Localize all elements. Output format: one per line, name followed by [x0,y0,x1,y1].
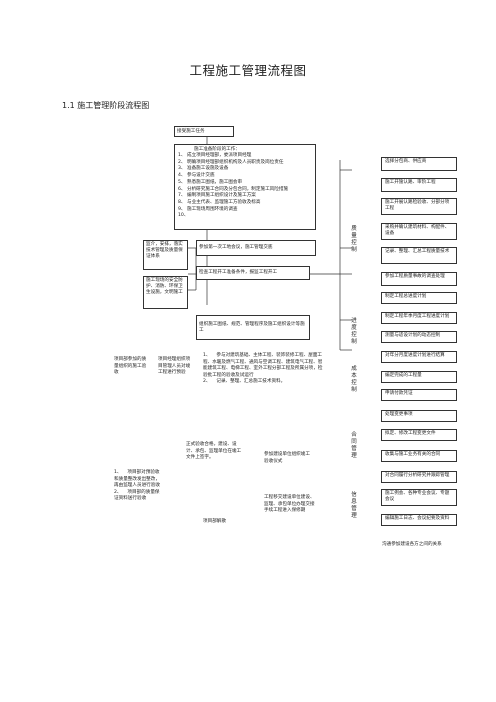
group-label: 进度控制 [351,318,357,345]
lower-final-right: 参加建设单位组织竣工验收仪式 [264,452,310,464]
check-start-label: 检查工程开工准备条件，报监工程开工 [199,270,278,275]
right-box: 申请付款凭证 [381,389,457,401]
left-note-2: 施工现场的安全防护、消防、环保卫生设施，文明施工 [146,278,183,295]
right-box: 收集与施工业务有关的合同 [381,450,457,462]
receive-task-box: 接受施工任务 [174,126,234,137]
prep-item: 2、 明确项目经理部组织机构及人员职责及岗位责任 [178,159,284,165]
organize-box: 组织施工图纸、规范、管理程序及施工组织设计等施工 [196,315,310,340]
page-title: 工程施工管理流程图 [189,63,307,78]
lower-final-right2: 工程移交建设单位建设、监理、承包单位办理交接手续工程进入保修期 [264,495,315,514]
right-box: 参加工程质量事故的调查处理 [381,272,457,286]
left-note-box-2: 施工现场的安全防护、消防、环保卫生设施，文明施工 [143,276,188,309]
prep-item: 1、 成立项目经理部，委派项目经理 [178,153,252,158]
right-box: 编辑施工日志、会议纪要及资料 [381,514,457,526]
prep-item: 7、 编制项目施工组织设计及施工方案 [178,193,256,199]
organize-label: 组织施工图纸、规范、管理程序及施工组织设计等施工 [199,321,305,333]
prep-item: 4、 参与设计交底 [178,173,215,179]
lower-col1: 项目部参加的质量组织的施工验收 [114,357,147,376]
right-box: 记录、整理、汇总工程质量技术 [381,247,457,264]
prep-item: 5、 熟悉施工图纸，施工图会审 [178,179,243,185]
first-meeting-label: 参加第一次工地会议，施工管理交底 [199,245,273,250]
prep-item: 9、 施工现场周围环境的调查 [178,206,238,212]
right-box: 制定工程总进度计划 [381,292,457,304]
right-box: 对合同履行分析研究并跟踪管理 [381,471,457,483]
check-start-box: 检查工程开工准备条件，报监工程开工 [196,266,310,280]
right-footnote: 沟通参加建设各方之间的关系 [382,542,442,547]
lower-col2: 项目经理组织项目管理人员对竣工程进行预验 [158,357,191,376]
prep-work-box: 施工准备阶段的工作： 1、 成立项目经理部，委派项目经理 2、 明确项目经理部组… [174,144,316,230]
prep-title: 施工准备阶段的工作： [194,147,240,152]
prep-item: 8、 与业主代表、监理施工方验收及标高 [178,199,261,205]
right-box: 施工例会、各种专业会议、专题会议 [381,489,457,506]
right-box: 施工开展认路检验收、分部分项工程 [381,198,457,215]
first-meeting-box: 参加第一次工地会议，施工管理交底 [196,240,316,256]
right-box: 对年分月度进度计划进行结算 [381,351,457,363]
right-box: 制定工程年季月度工程进度计划 [381,312,457,324]
section-heading: 1.1 施工管理阶段流程图 [62,101,150,110]
right-box: 采购并确认建筑材料、构配件、设备 [381,223,457,240]
lower-final-mid2: 项目部解散 [203,519,226,524]
group-label: 信息管理 [351,492,357,519]
group-label: 质量控制 [351,226,357,253]
lower-final-mid: 正式验收合格，建设、设计、承包、监理单位在竣工文件上签字。 [186,442,242,461]
receive-task-label: 接受施工任务 [177,128,205,134]
right-box: 拟定、修改工程变更文件 [381,429,457,441]
left-note-1: 监介，安排，落实技术管理及质量保证体系 [146,242,183,259]
right-box: 处理变更事项 [381,410,457,422]
prep-item: 6、 分析研究施工合同及分包合同，制定施工风险措施 [178,186,289,192]
group-label: 成本控制 [351,366,357,393]
right-box: 编定完成的工程量 [381,371,457,383]
lower-process: 1、 参与对建筑基础、主体工程、装饰装修工程、屋面工程、水暖及燃气工程、通风与空… [203,353,323,385]
prep-item: 3、 准备施工设施及设备 [178,166,229,172]
prep-item: 10、 [178,213,189,219]
right-box: 选择分包商、供应商 [381,157,457,171]
lower-final-left: 1、 项目部对预验收和质量整改发出整改，再由监理人员进行验收 2、 项目部的质量… [114,470,160,502]
right-box: 施工开施认路、审阶工程 [381,178,457,192]
right-box: 测量与适设计划的动态控制 [381,331,457,343]
group-label: 合同管理 [351,432,357,459]
left-note-box-1: 监介，安排，落实技术管理及质量保证体系 [143,240,188,270]
